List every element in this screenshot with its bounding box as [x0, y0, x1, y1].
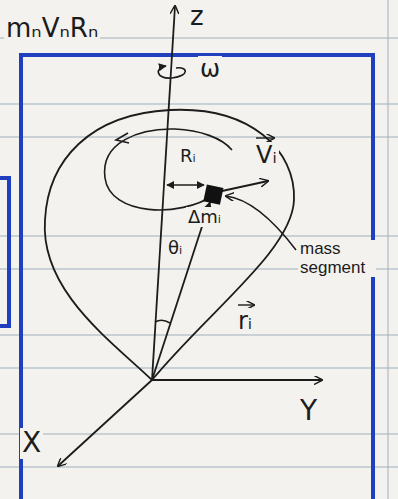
- body-outline: [45, 110, 294, 380]
- position-vector: [152, 202, 210, 380]
- velocity-label: Vᵢ: [254, 142, 279, 168]
- radius-label: Rᵢ: [178, 146, 198, 166]
- orbit-arrow: [116, 133, 129, 143]
- formula-label: mₙVₙRₙ: [4, 14, 100, 43]
- blue-bar: [0, 178, 9, 326]
- rotation-arrow: [158, 66, 185, 78]
- vector-bar: [256, 137, 274, 138]
- axis-label: X: [20, 428, 43, 459]
- vector-bar: [238, 304, 254, 305]
- vector-label: rᵢ: [236, 308, 254, 334]
- z-axis: [152, 6, 175, 380]
- velocity-vector: [222, 181, 268, 191]
- mass-segment: [203, 185, 223, 205]
- axis-label: Y: [298, 396, 319, 427]
- callout-note: mass segment: [298, 240, 376, 277]
- axis-label: z: [188, 2, 206, 31]
- radius-arrow: [167, 184, 204, 186]
- angle-arc: [155, 320, 170, 323]
- x-axis: [58, 380, 152, 466]
- y-axis: [152, 379, 322, 381]
- orbit-circle: [105, 129, 232, 210]
- angle-label: θᵢ: [166, 238, 184, 258]
- angular-velocity-label: ω: [198, 56, 222, 82]
- leader-arrow: [226, 196, 296, 250]
- mass-label: Δmᵢ: [186, 207, 223, 227]
